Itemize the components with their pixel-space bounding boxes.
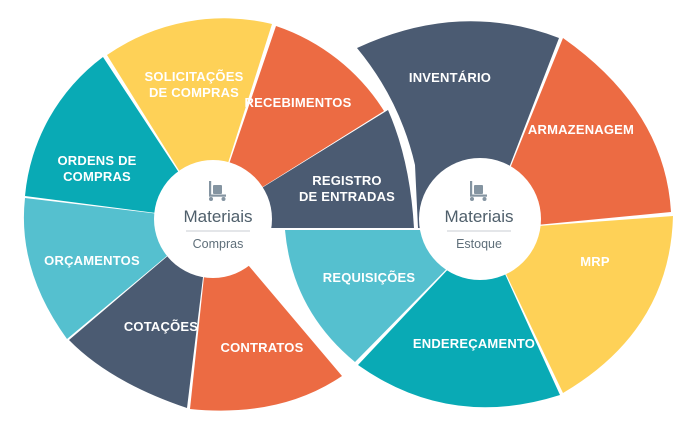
label-mrp: MRP xyxy=(580,254,610,269)
label-ordens-line1: ORDENS DE xyxy=(57,153,136,168)
hub-estoque: Materiais Estoque xyxy=(419,158,541,280)
hub-title: Materiais xyxy=(184,207,253,226)
label-solicitacoes-line2: DE COMPRAS xyxy=(149,85,239,100)
label-cotacoes: COTAÇÕES xyxy=(124,319,198,334)
label-ordens-line2: COMPRAS xyxy=(63,169,131,184)
hub-title: Materiais xyxy=(445,207,514,226)
segment-armazenagem[interactable] xyxy=(485,38,671,230)
label-registro-line2: DE ENTRADAS xyxy=(299,189,395,204)
segment-mrp[interactable] xyxy=(485,216,673,393)
estoque-wheel xyxy=(285,21,673,408)
segment-ordens-de-compras[interactable] xyxy=(25,57,210,220)
label-inventario: INVENTÁRIO xyxy=(409,70,491,85)
hub-subtitle: Compras xyxy=(193,237,244,251)
label-registro-line1: REGISTRO xyxy=(312,173,382,188)
segment-solicitacoes-de-compras[interactable] xyxy=(107,18,272,220)
label-enderecamento: ENDEREÇAMENTO xyxy=(413,336,535,351)
label-orcamentos: ORÇAMENTOS xyxy=(44,253,140,268)
segment-cotacoes[interactable] xyxy=(69,220,210,408)
segment-labels: ORDENS DE COMPRAS SOLICITAÇÕES DE COMPRA… xyxy=(44,69,634,355)
segment-inventario[interactable] xyxy=(357,21,559,230)
segment-requisicoes[interactable] xyxy=(285,230,485,362)
segment-enderecamento[interactable] xyxy=(358,230,560,408)
hub-subtitle: Estoque xyxy=(456,237,502,251)
label-solicitacoes-line1: SOLICITAÇÕES xyxy=(145,69,244,84)
hub-compras: Materiais Compras xyxy=(154,160,272,278)
label-requisicoes: REQUISIÇÕES xyxy=(323,270,416,285)
label-armazenagem: ARMAZENAGEM xyxy=(528,122,634,137)
segment-recebimentos[interactable] xyxy=(210,26,384,220)
label-recebimentos: RECEBIMENTOS xyxy=(245,95,352,110)
label-contratos: CONTRATOS xyxy=(221,340,304,355)
